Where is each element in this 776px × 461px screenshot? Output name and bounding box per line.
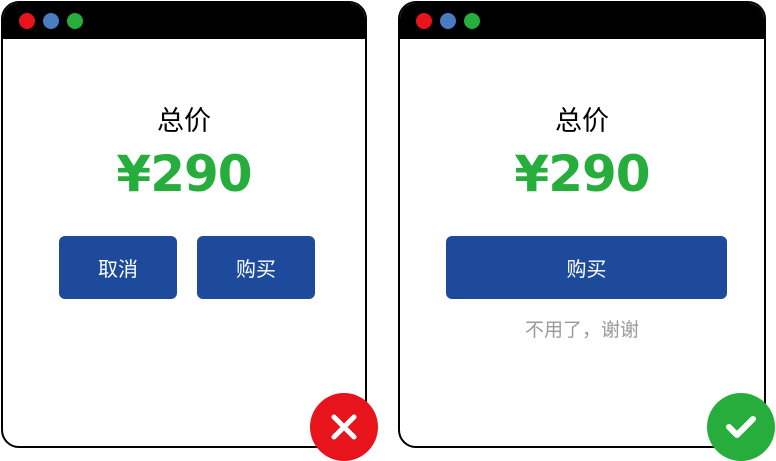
maximize-dot-icon[interactable] <box>67 13 83 29</box>
maximize-dot-icon[interactable] <box>464 13 480 29</box>
price-value: ¥290 <box>116 145 252 203</box>
bad-badge <box>310 393 378 461</box>
buy-button[interactable]: 购买 <box>446 236 727 299</box>
good-badge <box>707 393 775 461</box>
minimize-dot-icon[interactable] <box>440 13 456 29</box>
decline-link[interactable]: 不用了，谢谢 <box>524 319 639 341</box>
price-value: ¥290 <box>514 145 650 203</box>
total-price-label: 总价 <box>157 106 211 137</box>
x-icon <box>331 414 357 440</box>
bad-example-window: 总价 ¥290 取消 购买 <box>1 1 367 448</box>
check-icon <box>726 416 756 438</box>
total-price-label: 总价 <box>555 106 609 137</box>
close-dot-icon[interactable] <box>416 13 432 29</box>
minimize-dot-icon[interactable] <box>43 13 59 29</box>
good-example-window: 总价 ¥290 购买 不用了，谢谢 <box>398 1 766 448</box>
buy-button[interactable]: 购买 <box>197 236 315 299</box>
close-dot-icon[interactable] <box>19 13 35 29</box>
window-titlebar <box>3 3 365 39</box>
window-titlebar <box>400 3 764 39</box>
cancel-button[interactable]: 取消 <box>59 236 177 299</box>
